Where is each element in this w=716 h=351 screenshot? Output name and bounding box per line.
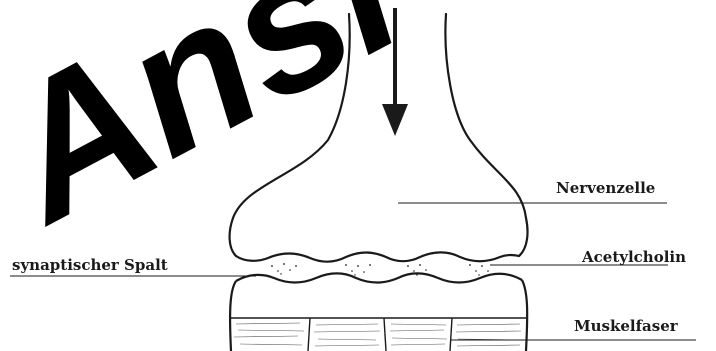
svg-text:Ansi: Ansi (0, 0, 435, 263)
label-synaptic-cleft: synaptischer Spalt (12, 256, 168, 274)
acetylcholine-vesicles (271, 263, 489, 276)
label-muscle-fiber: Muskelfaser (574, 317, 679, 335)
label-nerve-cell: Nervenzelle (556, 179, 655, 197)
watermark-logo: Ansi (0, 0, 435, 263)
presynaptic-membrane (236, 253, 519, 262)
label-acetylcholine: Acetylcholin (581, 248, 686, 266)
